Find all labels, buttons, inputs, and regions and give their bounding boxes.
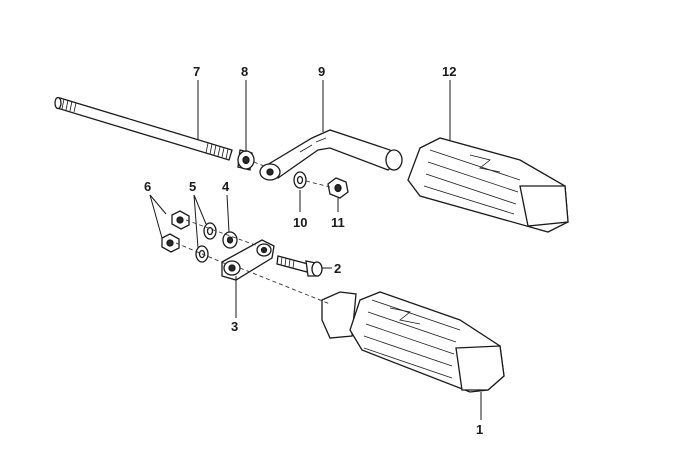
assembly-lines — [175, 161, 331, 305]
footrest-rubber-front — [321, 291, 505, 393]
bracket-plate — [221, 239, 275, 281]
callout-5: 5 — [189, 179, 196, 194]
callout-10: 10 — [293, 215, 307, 230]
spring-washers — [195, 222, 217, 263]
footrest-arm — [259, 129, 403, 181]
callouts: 7 8 9 12 6 5 4 10 11 2 3 1 — [144, 64, 483, 437]
callout-4: 4 — [222, 179, 230, 194]
callout-11: 11 — [331, 215, 345, 230]
leader-lines — [149, 80, 482, 420]
bolt — [276, 255, 323, 277]
callout-3: 3 — [231, 319, 238, 334]
callout-6: 6 — [144, 179, 151, 194]
callout-8: 8 — [241, 64, 248, 79]
hex-nuts — [161, 210, 190, 253]
washer — [222, 231, 238, 249]
callout-9: 9 — [318, 64, 325, 79]
nut — [327, 177, 349, 199]
footrest-rubber-rear — [407, 137, 569, 233]
callout-2: 2 — [334, 261, 341, 276]
long-threaded-rod — [54, 96, 233, 161]
callout-7: 7 — [193, 64, 200, 79]
spacer-sleeve — [237, 149, 255, 171]
small-washer — [293, 171, 307, 189]
callout-1: 1 — [476, 422, 483, 437]
callout-12: 12 — [442, 64, 456, 79]
